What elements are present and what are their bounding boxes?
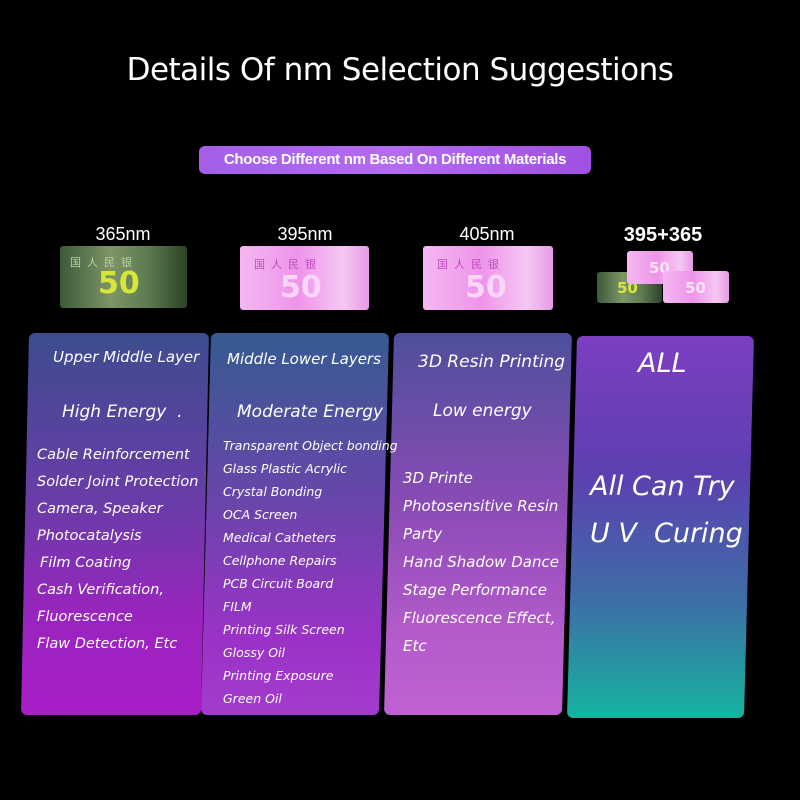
list-item: Printing Exposure xyxy=(223,668,334,683)
layer-label: 3D Resin Printing xyxy=(418,352,566,372)
subtitle-banner: Choose Different nm Based On Different M… xyxy=(199,146,591,174)
summary-line: U V Curing xyxy=(590,518,743,549)
page-title: Details Of nm Selection Suggestions xyxy=(126,52,674,88)
list-item: PCB Circuit Board xyxy=(223,576,334,591)
banknote-chars: 国人民银 xyxy=(254,259,322,271)
nm-label-395: 395nm xyxy=(277,224,333,244)
list-item: Party xyxy=(403,525,443,543)
layer-label: Middle Lower Layers xyxy=(227,350,381,368)
list-item: Cash Verification, xyxy=(37,582,164,598)
list-item: FILM xyxy=(223,599,252,614)
banknote-digits: 50 xyxy=(98,266,140,301)
nm-label-405: 405nm xyxy=(459,224,515,244)
list-item: Photosensitive Resin xyxy=(403,497,559,515)
list-item: Photocatalysis xyxy=(37,528,142,544)
list-item: Fluorescence xyxy=(37,609,133,625)
list-item: Transparent Object bonding xyxy=(223,438,398,453)
list-item: Crystal Bonding xyxy=(223,484,323,499)
banknote-chars: 国人民银 xyxy=(70,257,138,269)
card-405nm xyxy=(383,333,573,715)
banknote-digits: 50 xyxy=(685,279,706,297)
banknote-photo-405: 国人民银 50 xyxy=(423,246,553,310)
list-item: Etc xyxy=(403,637,427,655)
nm-label-395-365: 395+365 xyxy=(623,224,703,246)
energy-label: Moderate Energy xyxy=(237,402,384,422)
list-item: Cellphone Repairs xyxy=(223,553,337,568)
banknote-photo-365: 国人民银 50 xyxy=(60,246,187,308)
list-item: Glossy Oil xyxy=(223,645,285,660)
banknote-digits: 50 xyxy=(465,270,507,305)
list-item: Solder Joint Protection xyxy=(37,474,199,490)
list-item: 3D Printe xyxy=(403,469,473,487)
banknote-digits: 50 xyxy=(280,270,322,305)
nm-label-365: 365nm xyxy=(95,224,151,244)
list-item: Camera, Speaker xyxy=(37,501,163,517)
banknote-photo-combo-395-b: 50 xyxy=(663,271,729,303)
card-365nm xyxy=(20,333,210,715)
list-item: Printing Silk Screen xyxy=(223,622,345,637)
summary-line: All Can Try xyxy=(590,471,735,502)
energy-label: Low energy xyxy=(433,401,532,421)
list-item: Flaw Detection, Etc xyxy=(37,636,178,652)
energy-label: High Energy . xyxy=(62,402,183,422)
layer-label: Upper Middle Layer xyxy=(53,348,200,366)
layer-label: ALL xyxy=(638,348,687,379)
banknote-photo-395: 国人民银 50 xyxy=(240,246,369,310)
list-item: Fluorescence Effect, xyxy=(403,609,556,627)
list-item: Hand Shadow Dance xyxy=(403,553,559,571)
list-item: Cable Reinforcement xyxy=(37,447,190,463)
list-item: OCA Screen xyxy=(223,507,298,522)
list-item: Film Coating xyxy=(40,555,132,571)
list-item: Medical Catheters xyxy=(223,530,337,545)
banknote-chars: 国人民银 xyxy=(437,259,505,271)
list-item: Glass Plastic Acrylic xyxy=(223,461,347,476)
list-item: Stage Performance xyxy=(403,581,547,599)
energy-mark: . xyxy=(177,402,183,422)
list-item: Green Oil xyxy=(223,691,282,706)
